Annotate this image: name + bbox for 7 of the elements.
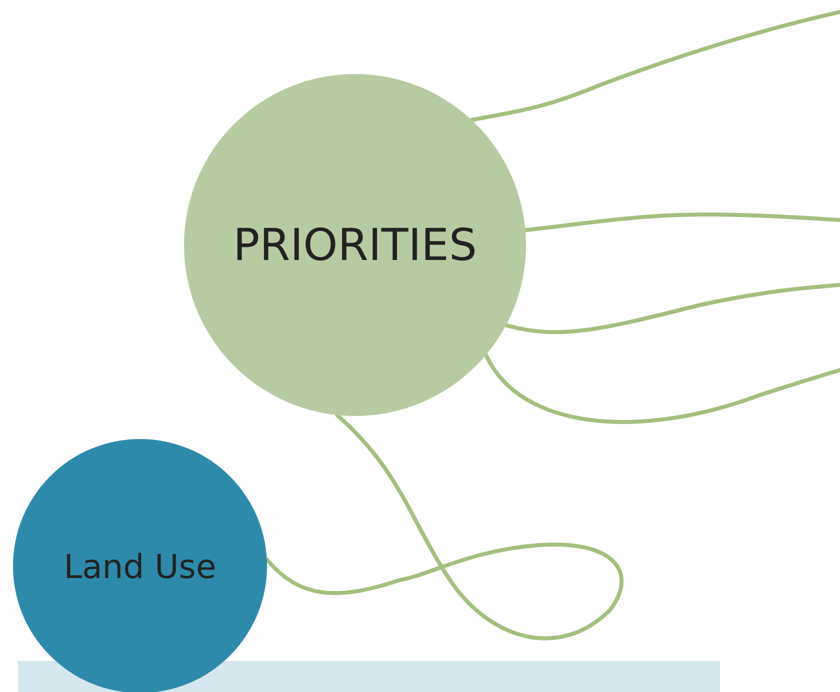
connector-line — [484, 352, 840, 424]
connector-line — [264, 413, 624, 640]
connector-line — [523, 212, 840, 232]
connector-line — [470, 10, 840, 122]
topic-label: Land Use — [64, 546, 216, 586]
topic-label: PRIORITIES — [233, 220, 477, 270]
connector-line — [504, 283, 840, 334]
